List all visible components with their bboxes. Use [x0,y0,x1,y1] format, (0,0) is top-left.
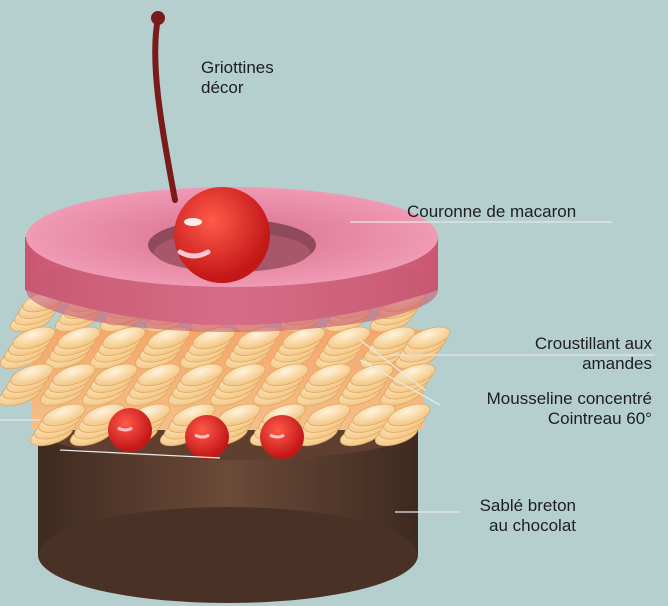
label-mousseline-line2: Cointreau 60° [487,409,652,429]
label-croustillant-line1: Croustillant aux [535,334,652,354]
label-sable-line2: au chocolat [480,516,576,536]
label-croustillant: Croustillant aux amandes [535,334,652,374]
label-griottines-line1: Griottines [201,58,274,78]
label-couronne-line1: Couronne de macaron [407,202,576,222]
label-mousseline-line1: Mousseline concentré [487,389,652,409]
label-griottines-line2: décor [201,78,274,98]
label-couronne: Couronne de macaron [407,202,576,222]
label-griottines: Griottines décor [201,58,274,98]
label-croustillant-line2: amandes [535,354,652,374]
label-mousseline: Mousseline concentré Cointreau 60° [487,389,652,429]
label-sable: Sablé breton au chocolat [480,496,576,536]
label-sable-line1: Sablé breton [480,496,576,516]
